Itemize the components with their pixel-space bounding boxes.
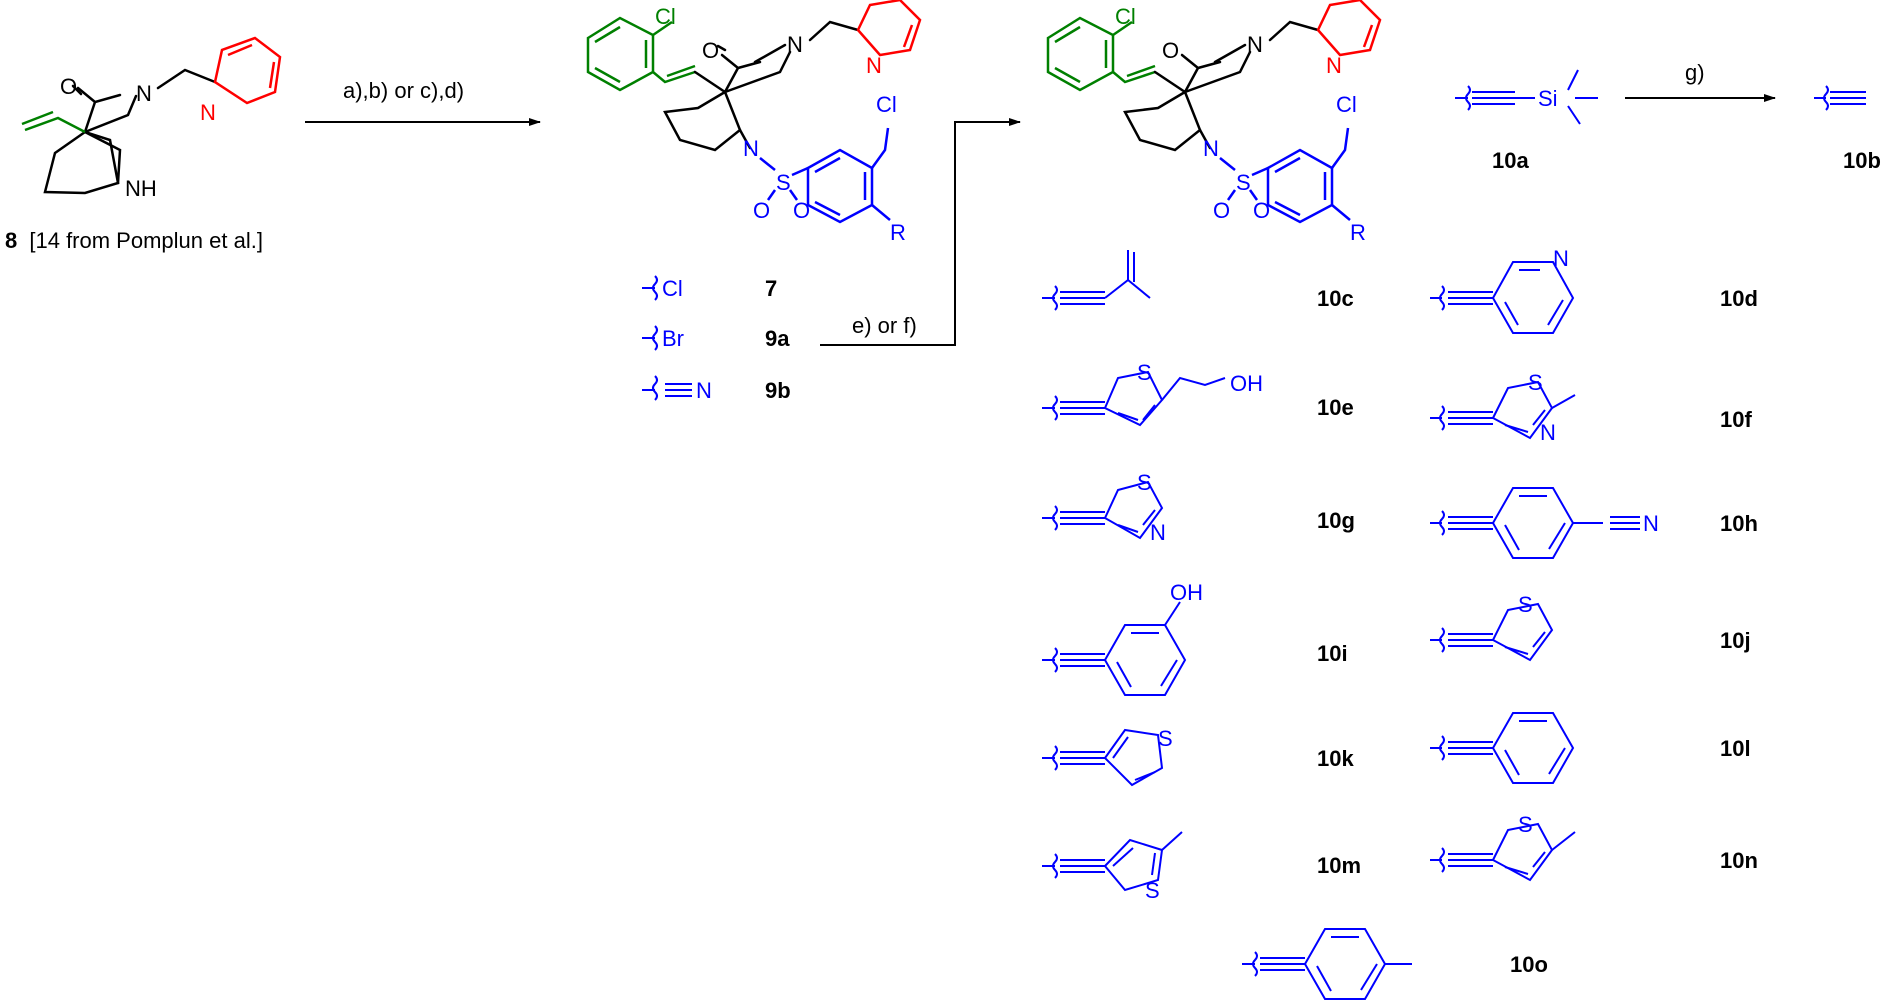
substituent-10h: N 10h bbox=[1430, 487, 1758, 559]
atom-r: R bbox=[890, 220, 906, 245]
compound-label-10n: 10n bbox=[1720, 848, 1758, 873]
atom-oh: OH bbox=[1230, 371, 1263, 396]
atom-o: O bbox=[702, 38, 719, 63]
compound-label-9a: 9a bbox=[765, 326, 790, 351]
atom-oh: OH bbox=[1170, 580, 1203, 605]
compound-label-10e: 10e bbox=[1317, 395, 1354, 420]
substituent-10d: N 10d bbox=[1430, 246, 1758, 334]
atom-cl-top: Cl bbox=[1115, 4, 1136, 29]
atom-n: N bbox=[1553, 246, 1569, 271]
compound-label-10j: 10j bbox=[1720, 628, 1751, 653]
substituent-10k: S 10k bbox=[1042, 726, 1354, 787]
atom-n-pyridine: N bbox=[1326, 53, 1342, 78]
compound-label-10g: 10g bbox=[1317, 508, 1355, 533]
atom-n: N bbox=[1643, 511, 1659, 536]
atom-s: S bbox=[1137, 360, 1152, 385]
atom-cl-ring: Cl bbox=[876, 92, 897, 117]
atom-s: S bbox=[1518, 812, 1533, 837]
compound-label-10a: 10a bbox=[1492, 148, 1529, 173]
compound-label-10h: 10h bbox=[1720, 511, 1758, 536]
atom-o: O bbox=[60, 74, 77, 99]
compound-label-10c: 10c bbox=[1317, 286, 1354, 311]
reaction-arrow-3: g) bbox=[1625, 60, 1776, 102]
compound-label-10i: 10i bbox=[1317, 641, 1348, 666]
compound-label-10o: 10o bbox=[1510, 952, 1548, 977]
atom-n-amide: N bbox=[787, 32, 803, 57]
atom-n-sulfonyl: N bbox=[743, 136, 759, 161]
compound-label-10l: 10l bbox=[1720, 736, 1751, 761]
compound-label-10b: 10b bbox=[1843, 148, 1881, 173]
substituent-10n: S 10n bbox=[1430, 812, 1758, 882]
atom-cl-top: Cl bbox=[655, 4, 676, 29]
atom-s: S bbox=[1518, 592, 1533, 617]
sub-group-cn: N bbox=[696, 378, 712, 403]
arrow-label-step1: a),b) or c),d) bbox=[343, 78, 464, 103]
sub-group-br: Br bbox=[662, 326, 684, 351]
atom-cl-ring: Cl bbox=[1336, 92, 1357, 117]
substituent-10i: OH 10i bbox=[1042, 580, 1348, 696]
atom-nh: NH bbox=[125, 176, 157, 201]
atom-s: S bbox=[1158, 726, 1173, 751]
atom-si: Si bbox=[1538, 86, 1558, 111]
atom-n-amide: N bbox=[136, 81, 152, 106]
compound-label-10d: 10d bbox=[1720, 286, 1758, 311]
reaction-arrow-1: a),b) or c),d) bbox=[305, 78, 541, 126]
core-structure-10: Cl O N N N bbox=[1046, 0, 1382, 245]
substituent-10c: 10c bbox=[1042, 250, 1354, 311]
sub-group-cl: Cl bbox=[662, 276, 683, 301]
substituent-10j: S 10j bbox=[1430, 592, 1751, 662]
compound-label-9b: 9b bbox=[765, 378, 791, 403]
atom-n-sulfonyl: N bbox=[1203, 136, 1219, 161]
substituent-10f: S N 10f bbox=[1430, 370, 1752, 445]
atom-s: S bbox=[1145, 878, 1160, 903]
terminal-alkyne-10b: 10b bbox=[1814, 85, 1881, 173]
tms-alkyne-10a: Si 10a bbox=[1455, 69, 1598, 173]
arrow-label-step3: g) bbox=[1685, 60, 1705, 85]
atom-s: S bbox=[1137, 470, 1152, 495]
substituent-10o: 10o bbox=[1242, 928, 1548, 1000]
core-structure-7: Cl O N N N bbox=[586, 0, 922, 403]
substituent-10g: S N 10g bbox=[1042, 470, 1355, 545]
substituent-10m: S 10m bbox=[1042, 831, 1361, 903]
compound-label-7: 7 bbox=[765, 276, 777, 301]
atom-o2: O bbox=[793, 198, 810, 223]
atom-o2: O bbox=[1253, 198, 1270, 223]
atom-r: R bbox=[1350, 220, 1366, 245]
atom-n-amide: N bbox=[1247, 32, 1263, 57]
substituent-10l: 10l bbox=[1430, 712, 1751, 784]
compound-caption-8: 8 [14 from Pomplun et al.] bbox=[5, 228, 263, 253]
arrow-label-step2: e) or f) bbox=[852, 313, 917, 338]
atom-s: S bbox=[1528, 370, 1543, 395]
atom-n: N bbox=[1150, 520, 1166, 545]
atom-n-pyridine: N bbox=[866, 53, 882, 78]
starting-material-8: O N N NH 8 [14 from Pomplun et al.] bbox=[5, 36, 282, 253]
atom-n-pyridine: N bbox=[200, 100, 216, 125]
atom-o: O bbox=[1162, 38, 1179, 63]
compound-label-10k: 10k bbox=[1317, 746, 1354, 771]
atom-s: S bbox=[1236, 170, 1251, 195]
compound-label-10m: 10m bbox=[1317, 853, 1361, 878]
compound-label-10f: 10f bbox=[1720, 407, 1752, 432]
substituent-10e: S OH 10e bbox=[1042, 360, 1354, 427]
atom-n: N bbox=[1540, 420, 1556, 445]
reaction-arrow-2: e) or f) bbox=[820, 118, 1021, 346]
atom-o1: O bbox=[753, 198, 770, 223]
atom-o1: O bbox=[1213, 198, 1230, 223]
atom-s: S bbox=[776, 170, 791, 195]
